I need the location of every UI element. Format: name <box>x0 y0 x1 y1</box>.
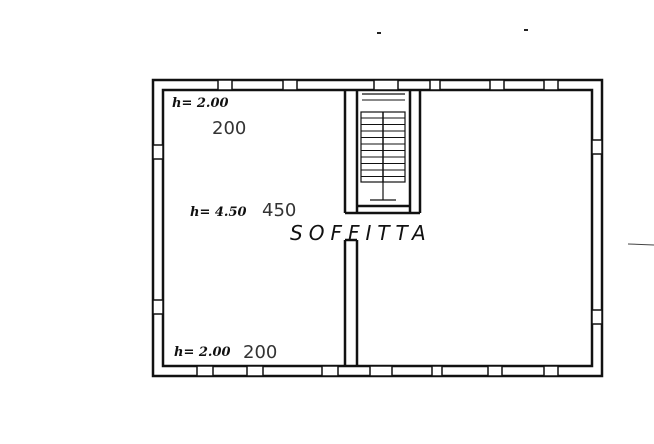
height-handwritten-bottom: 200 <box>243 342 277 363</box>
stray-mark <box>377 32 381 34</box>
height-label-top: h= 2.00 <box>172 96 229 111</box>
height-handwritten-top: 200 <box>212 118 246 139</box>
staircase <box>360 93 406 201</box>
room-label: SOFFITTA <box>290 221 432 245</box>
height-handwritten-mid: 450 <box>262 200 296 221</box>
height-label-bottom: h= 2.00 <box>174 345 231 360</box>
partition-walls <box>343 90 422 366</box>
windows <box>152 79 603 377</box>
height-label-mid: h= 4.50 <box>190 205 247 220</box>
stray-mark <box>524 29 528 31</box>
stray-mark <box>627 243 654 246</box>
